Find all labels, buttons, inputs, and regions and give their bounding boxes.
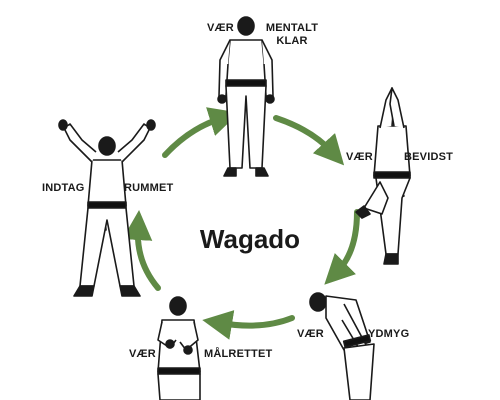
label-right-bevidst: BEVIDST (404, 151, 454, 163)
cycle-arrow-icon (324, 209, 360, 285)
karateka-ready-icon (217, 16, 275, 177)
label-bottom-left-vaer: VÆR (129, 348, 156, 360)
label-top-mentalt: MENTALT (265, 22, 319, 34)
karateka-hands-up-icon (355, 87, 411, 265)
label-left-rummet: RUMMET (124, 182, 174, 194)
label-top-mental: MENTALT KLAR (262, 22, 322, 48)
cycle-arrow-icon (122, 210, 161, 291)
label-bottom-right-ydmyg: YDMYG (368, 328, 410, 340)
cycle-arrow-icon (273, 115, 345, 166)
diagram-title: Wagado (199, 224, 301, 254)
label-left-indtag: INDTAG (42, 182, 85, 194)
label-bottom-right-vaer: VÆR (297, 328, 324, 340)
karateka-arms-raised-icon (58, 119, 156, 297)
karateka-fist-icon (157, 296, 201, 400)
karateka-bow-icon (309, 292, 375, 400)
label-right-vaer: VÆR (346, 151, 373, 163)
cycle-arrows (122, 107, 360, 340)
label-top-vaer: VÆR (207, 22, 234, 34)
label-top-klar: KLAR (276, 35, 308, 47)
cycle-arrow-icon (202, 310, 295, 340)
label-bottom-left-malrettet: MÅLRETTET (204, 348, 273, 360)
cycle-arrow-icon (162, 107, 240, 158)
